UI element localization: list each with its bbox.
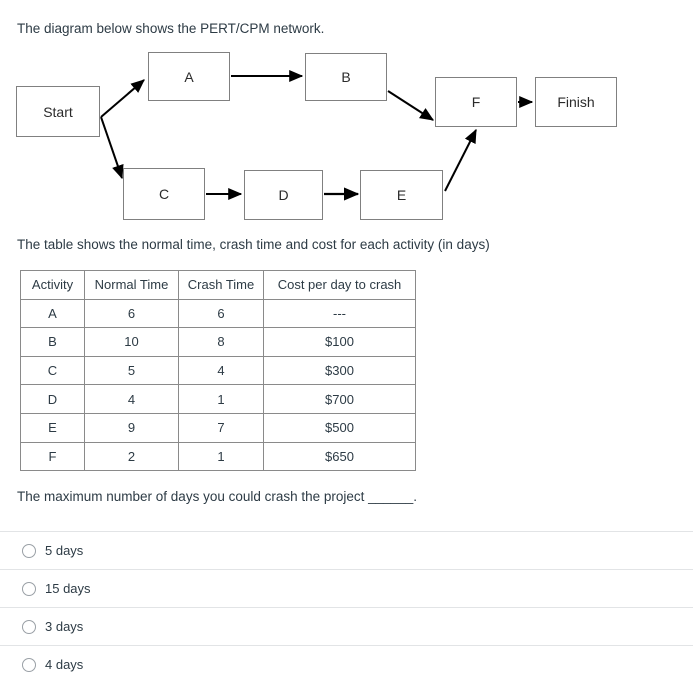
cell-cost-per-day: $700 bbox=[263, 384, 416, 414]
cell-activity: E bbox=[20, 412, 85, 443]
node-d-label: D bbox=[278, 187, 289, 203]
option-label: 5 days bbox=[45, 543, 84, 558]
cell-crash-time: 1 bbox=[178, 441, 264, 472]
option-label: 15 days bbox=[45, 581, 91, 596]
table-row: C 5 4 $300 bbox=[20, 355, 416, 386]
cell-cost-per-day: $300 bbox=[263, 355, 416, 386]
node-c-label: C bbox=[158, 186, 170, 202]
cell-cost-per-day: $100 bbox=[263, 327, 416, 357]
activity-crash-table: Activity Normal Time Crash Time Cost per… bbox=[20, 270, 416, 472]
node-e: E bbox=[360, 170, 443, 220]
cell-normal-time: 9 bbox=[84, 412, 179, 443]
cell-crash-time: 1 bbox=[178, 384, 264, 414]
cell-cost-per-day: $650 bbox=[263, 441, 416, 472]
header-activity: Activity bbox=[20, 270, 85, 300]
pert-cpm-network-diagram: Start A B C D E F Finish bbox=[0, 44, 693, 229]
cell-cost-per-day: --- bbox=[263, 298, 416, 329]
node-finish-label: Finish bbox=[557, 94, 595, 110]
option-row-2[interactable]: 15 days bbox=[0, 569, 693, 607]
cell-normal-time: 2 bbox=[84, 441, 179, 472]
header-crash-time: Crash Time bbox=[178, 270, 264, 300]
option-row-1[interactable]: 5 days bbox=[0, 531, 693, 569]
table-row: B 10 8 $100 bbox=[20, 327, 416, 357]
cell-normal-time: 10 bbox=[84, 327, 179, 357]
node-b-label: B bbox=[341, 69, 351, 85]
header-cost-per-day: Cost per day to crash bbox=[263, 270, 416, 300]
cell-crash-time: 7 bbox=[178, 412, 264, 443]
cell-activity: D bbox=[20, 384, 85, 414]
radio-button-icon[interactable] bbox=[22, 543, 36, 558]
cell-normal-time: 6 bbox=[84, 298, 179, 329]
edge-e-to-f bbox=[444, 128, 477, 192]
option-label: 4 days bbox=[45, 657, 84, 672]
diagram-arrows bbox=[100, 70, 534, 201]
header-normal-time: Normal Time bbox=[84, 270, 179, 300]
radio-button-icon[interactable] bbox=[22, 581, 36, 596]
cell-cost-per-day: $500 bbox=[263, 412, 416, 443]
edge-b-to-f bbox=[387, 90, 435, 121]
radio-button-icon[interactable] bbox=[22, 619, 36, 634]
answer-options-list: 5 days 15 days 3 days 4 days bbox=[0, 531, 693, 683]
option-row-4[interactable]: 4 days bbox=[0, 645, 693, 683]
cell-normal-time: 5 bbox=[84, 355, 179, 386]
radio-button-icon[interactable] bbox=[22, 657, 36, 672]
node-a: A bbox=[148, 52, 230, 101]
table-row: D 4 1 $700 bbox=[20, 384, 416, 414]
diagram-intro-text: The diagram below shows the PERT/CPM net… bbox=[17, 21, 325, 36]
node-c: C bbox=[123, 168, 205, 220]
option-row-3[interactable]: 3 days bbox=[0, 607, 693, 645]
cell-normal-time: 4 bbox=[84, 384, 179, 414]
node-e-label: E bbox=[396, 187, 407, 203]
cell-crash-time: 4 bbox=[178, 355, 264, 386]
node-start-label: Start bbox=[43, 103, 73, 120]
cell-crash-time: 8 bbox=[178, 327, 264, 357]
cell-activity: A bbox=[20, 298, 85, 329]
node-finish: Finish bbox=[535, 77, 617, 127]
node-f: F bbox=[435, 77, 517, 127]
question-stem: The maximum number of days you could cra… bbox=[17, 489, 417, 504]
table-intro-text: The table shows the normal time, crash t… bbox=[17, 237, 490, 252]
table-row: A 6 6 --- bbox=[20, 298, 416, 329]
cell-activity: F bbox=[20, 441, 85, 472]
table-row: E 9 7 $500 bbox=[20, 412, 416, 443]
cell-crash-time: 6 bbox=[178, 298, 264, 329]
node-d: D bbox=[244, 170, 323, 220]
edge-start-to-a bbox=[100, 79, 145, 118]
table-row: F 2 1 $650 bbox=[20, 441, 416, 472]
node-a-label: A bbox=[184, 68, 194, 85]
node-f-label: F bbox=[471, 94, 481, 110]
cell-activity: C bbox=[20, 355, 85, 386]
edge-start-to-c bbox=[100, 116, 124, 180]
node-start: Start bbox=[16, 86, 100, 137]
table-header-row: Activity Normal Time Crash Time Cost per… bbox=[20, 270, 416, 300]
cell-activity: B bbox=[20, 327, 85, 357]
option-label: 3 days bbox=[45, 619, 84, 634]
node-b: B bbox=[305, 53, 387, 101]
